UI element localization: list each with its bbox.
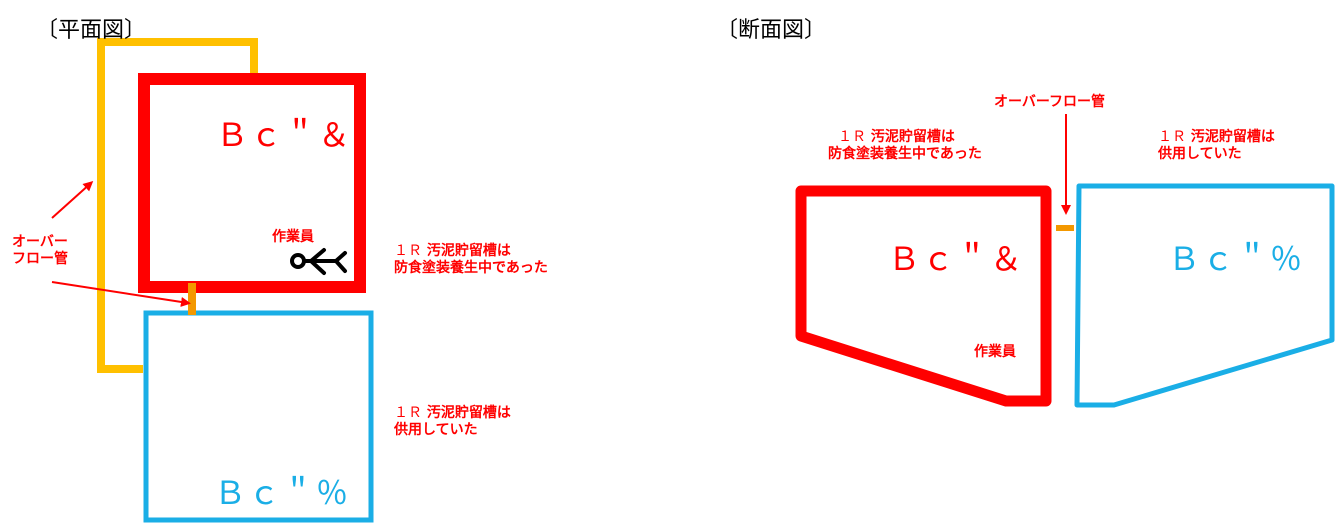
- plan-overflow-label: オーバー フロー管: [12, 234, 68, 268]
- plan-overflow-label-line2: フロー管: [12, 251, 68, 267]
- worker-figure-icon: [290, 248, 347, 275]
- section-blue-note-line2: 供用していた: [1158, 146, 1242, 162]
- arrow-icon: [51, 281, 191, 307]
- plan-blue-note-number: １Ｒ: [394, 405, 422, 421]
- section-view-heading: 〔断面図〕: [716, 18, 827, 43]
- plan-red-note-number: １Ｒ: [394, 243, 422, 259]
- section-blue-note-number: １Ｒ: [1158, 129, 1186, 145]
- section-red-tank-note: １Ｒ 汚泥貯留槽は 防食塗装養生中であった: [828, 129, 982, 163]
- section-blue-tank-note: １Ｒ 汚泥貯留槽は 供用していた: [1158, 129, 1275, 163]
- plan-red-tank-note: １Ｒ 汚泥貯留槽は 防食塗装養生中であった: [394, 243, 548, 277]
- plan-tank-blue-code: Ｂｃ＂％: [214, 474, 351, 512]
- plan-red-note-line2: 防食塗装養生中であった: [394, 260, 548, 276]
- plan-tank-blue: [143, 310, 374, 523]
- section-tank-red-code: Ｂｃ＂＆: [888, 240, 1025, 278]
- plan-overflow-label-line1: オーバー: [12, 234, 68, 250]
- plan-tank-red: [138, 73, 366, 293]
- plan-view-heading: 〔平面図〕: [36, 18, 147, 43]
- section-blue-note-line1: 汚泥貯留槽は: [1190, 129, 1275, 145]
- plan-blue-note-line1: 汚泥貯留槽は: [426, 405, 511, 421]
- section-tank-blue: [1074, 183, 1335, 408]
- section-worker-label: 作業員: [974, 344, 1016, 360]
- plan-blue-note-line2: 供用していた: [394, 422, 478, 438]
- section-overflow-label: オーバーフロー管: [994, 94, 1106, 110]
- plan-blue-tank-note: １Ｒ 汚泥貯留槽は 供用していた: [394, 405, 511, 439]
- plan-worker-label: 作業員: [272, 229, 314, 245]
- arrow-icon: [51, 180, 94, 219]
- section-red-note-line2: 防食塗装養生中であった: [828, 146, 982, 162]
- plan-overflow-pipe-loop: [97, 38, 258, 373]
- section-tank-blue-code: Ｂｃ＂％: [1168, 240, 1305, 278]
- section-tank-red: [795, 185, 1052, 407]
- section-red-note-number: １Ｒ: [838, 129, 866, 145]
- plan-tank-red-code: Ｂｃ＂＆: [216, 116, 353, 154]
- plan-red-note-line1: 汚泥貯留槽は: [426, 243, 511, 259]
- section-red-note-line1: 汚泥貯留槽は: [870, 129, 955, 145]
